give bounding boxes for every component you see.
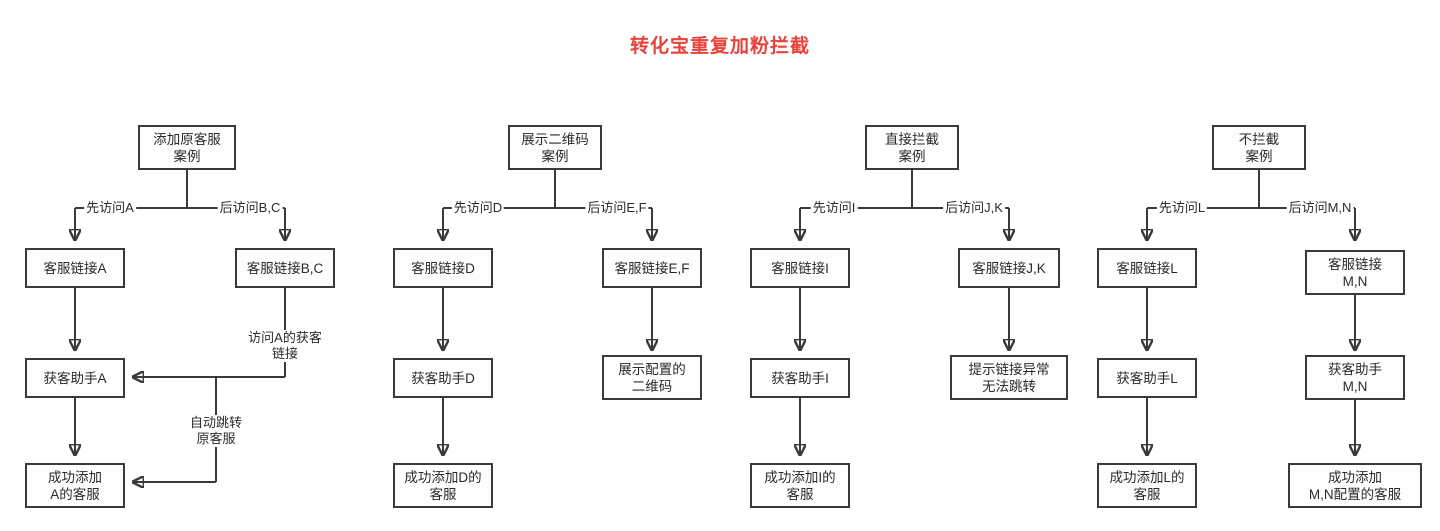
- node-case-3-link-left[interactable]: 客服链接I: [750, 248, 850, 288]
- node-case-2-result[interactable]: 成功添加D的 客服: [393, 463, 493, 508]
- node-case-2-assistant[interactable]: 获客助手D: [393, 358, 493, 398]
- page-title: 转化宝重复加粉拦截: [629, 36, 810, 57]
- node-case-3-link-right[interactable]: 客服链接J,K: [958, 248, 1060, 288]
- node-case-4-assistant[interactable]: 获客助手L: [1097, 358, 1197, 398]
- edge-label-case-2-right: 后访问E,F: [585, 200, 649, 216]
- node-case-1-link-right[interactable]: 客服链接B,C: [235, 248, 335, 288]
- edge-label-case-4-left: 先访问L: [1156, 200, 1208, 216]
- node-case-1-result[interactable]: 成功添加 A的客服: [25, 463, 125, 508]
- edge-label-case-1-visit-a: 访问A的获客 链接: [246, 330, 324, 362]
- node-case-3-result[interactable]: 成功添加I的 客服: [750, 463, 850, 508]
- node-case-4-right-result[interactable]: 成功添加 M,N配置的客服: [1288, 463, 1422, 508]
- node-case-4-link-right[interactable]: 客服链接 M,N: [1305, 250, 1405, 295]
- node-case-3-root[interactable]: 直接拦截 案例: [865, 125, 959, 170]
- node-case-3-right-result[interactable]: 提示链接异常 无法跳转: [950, 355, 1068, 400]
- edge-label-case-1-right: 后访问B,C: [217, 200, 283, 216]
- node-case-4-right-assistant[interactable]: 获客助手 M,N: [1305, 355, 1405, 400]
- edge-label-case-3-left: 先访问I: [810, 200, 858, 216]
- node-case-4-root[interactable]: 不拦截 案例: [1212, 125, 1306, 170]
- node-case-2-right-result[interactable]: 展示配置的 二维码: [602, 355, 702, 400]
- edge-label-case-1-left: 先访问A: [84, 200, 136, 216]
- node-case-1-assistant[interactable]: 获客助手A: [25, 358, 125, 398]
- node-case-2-root[interactable]: 展示二维码 案例: [508, 125, 602, 170]
- edge-label-case-2-left: 先访问D: [451, 200, 505, 216]
- edge-label-case-3-right: 后访问J,K: [943, 200, 1005, 216]
- node-case-4-link-left[interactable]: 客服链接L: [1097, 248, 1197, 288]
- node-case-2-link-left[interactable]: 客服链接D: [393, 248, 493, 288]
- node-case-3-assistant[interactable]: 获客助手I: [750, 358, 850, 398]
- node-case-1-root[interactable]: 添加原客服 案例: [138, 125, 236, 170]
- node-case-1-link-left[interactable]: 客服链接A: [25, 248, 125, 288]
- edge-label-case-1-auto-jump: 自动跳转 原客服: [187, 415, 245, 447]
- edge-label-case-4-right: 后访问M,N: [1286, 200, 1354, 216]
- node-case-2-link-right[interactable]: 客服链接E,F: [602, 248, 702, 288]
- node-case-4-result[interactable]: 成功添加L的 客服: [1097, 463, 1197, 508]
